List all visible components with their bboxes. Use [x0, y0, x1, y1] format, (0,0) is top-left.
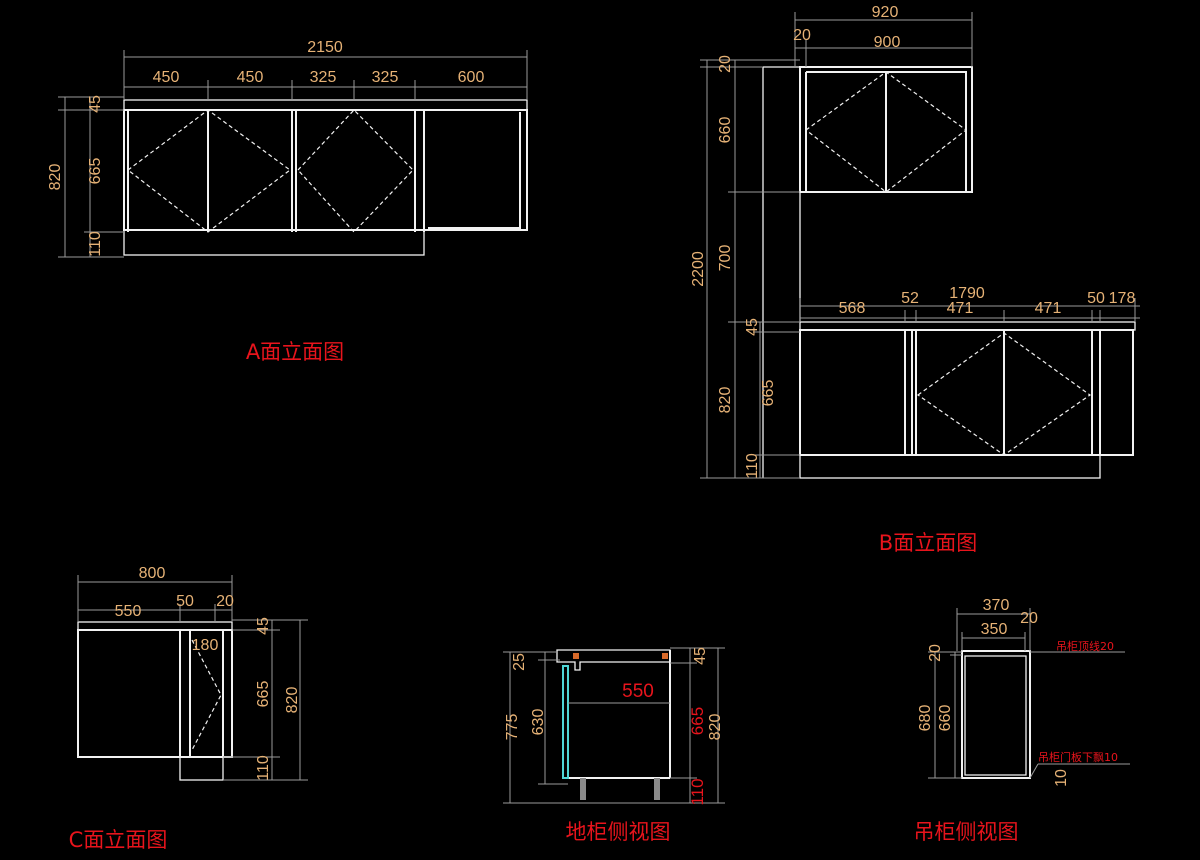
dim-height: 110 [688, 778, 707, 805]
door-panel [562, 665, 569, 779]
dim-total-height: 2200 [690, 251, 707, 287]
view-b-title: B面立面图 [879, 531, 977, 555]
fixing-point [662, 653, 668, 659]
dimension-lines [928, 608, 1130, 779]
dim-inner-width: 180 [192, 637, 219, 654]
dim-bottom: 10 [1053, 769, 1070, 787]
dim-width: 50 [1087, 290, 1105, 307]
dim-door-height: 630 [530, 709, 547, 736]
base-cabinet-side-view: 775 25 630 550 45 665 110 820 地柜侧视图 [503, 647, 725, 844]
view-b-elevation: 920 20 900 2200 20 660 700 820 45 665 11… [690, 4, 1140, 555]
dim-total-height: 820 [47, 164, 64, 191]
door-open-marks [804, 71, 968, 193]
dim-height: 45 [692, 647, 709, 665]
base-cabinet [799, 329, 1134, 456]
door-dividers [127, 110, 521, 232]
dim-width: 600 [458, 69, 485, 86]
dim-offset: 20 [1020, 610, 1038, 627]
dim-width: 471 [1035, 300, 1062, 317]
dim-top-gap: 25 [511, 653, 528, 671]
dim-width: 52 [901, 290, 919, 307]
countertop [799, 321, 1136, 331]
view-c-elevation: 800 550 50 20 180 45 665 110 820 C面立面图 [69, 565, 308, 852]
dimension-lines [503, 647, 725, 804]
dimension-lines [58, 50, 528, 258]
dim-height: 660 [717, 117, 734, 144]
door-open-marks [191, 639, 222, 751]
dimension-lines [700, 12, 1140, 479]
dim-total-height: 775 [504, 714, 521, 741]
door-dividers [904, 330, 1101, 455]
cabinet-body [77, 629, 233, 758]
dim-lower-total-height: 820 [717, 387, 734, 414]
dim-total: 820 [707, 714, 724, 741]
dim-total-width: 2150 [307, 39, 343, 56]
leg [580, 778, 586, 800]
dim-height: 665 [87, 158, 104, 185]
dim-height: 665 [760, 380, 777, 407]
door-dividers [179, 630, 224, 757]
dim-height: 660 [937, 705, 954, 732]
dim-total-height: 820 [284, 687, 301, 714]
wall-side-title: 吊柜侧视图 [914, 820, 1019, 844]
dim-width: 325 [310, 69, 337, 86]
countertop [123, 99, 528, 111]
view-a-title: A面立面图 [246, 340, 344, 364]
door-open-marks [127, 109, 414, 233]
toe-kick [799, 454, 1101, 479]
dim-height: 45 [255, 617, 272, 635]
dim-total-width: 800 [139, 565, 166, 582]
side-panel [762, 66, 801, 478]
dim-total-width: 370 [983, 597, 1010, 614]
view-a-elevation: 2150 450 450 325 325 600 820 45 665 110 … [47, 39, 528, 364]
door-open-marks [916, 332, 1092, 456]
dim-height: 110 [87, 231, 104, 257]
dim-width: 450 [153, 69, 180, 86]
countertop [77, 621, 233, 631]
dim-width: 178 [1109, 290, 1136, 307]
dim-height: 110 [255, 755, 272, 781]
dim-width: 471 [947, 300, 974, 317]
dim-width: 450 [237, 69, 264, 86]
dim-width: 50 [176, 593, 194, 610]
dim-height: 665 [255, 681, 272, 708]
dim-upper-offset: 20 [793, 27, 811, 44]
dim-height: 45 [744, 318, 761, 336]
wall-cabinet-side-view: 370 350 20 20 680 660 10 吊柜顶线20 吊柜门板下飘10… [914, 597, 1130, 844]
toe-kick [123, 229, 425, 256]
leg [654, 778, 660, 800]
dim-width: 568 [839, 300, 866, 317]
dim-height: 20 [717, 55, 734, 73]
cabinet-body [567, 650, 671, 779]
dim-total-height: 680 [917, 705, 934, 732]
dim-depth: 550 [622, 681, 654, 702]
dim-height: 45 [87, 95, 104, 113]
dim-upper-width: 900 [874, 34, 901, 51]
dim-width: 350 [981, 621, 1008, 638]
dim-upper-total-width: 920 [872, 4, 899, 21]
note-top-line: 吊柜顶线20 [1056, 639, 1114, 653]
inner-panel [964, 655, 1027, 776]
note-door-overhang: 吊柜门板下飘10 [1038, 750, 1118, 764]
dim-height: 110 [744, 453, 761, 479]
wall-cabinet-doors [805, 71, 967, 192]
cabinet-body [961, 650, 1031, 779]
dimension-lines [77, 575, 308, 781]
dim-width: 550 [115, 603, 142, 620]
view-c-title: C面立面图 [69, 828, 168, 852]
dim-height: 700 [717, 245, 734, 272]
dim-width: 20 [216, 593, 234, 610]
dim-height: 665 [688, 707, 707, 735]
dim-top: 20 [927, 644, 944, 662]
base-side-title: 地柜侧视图 [566, 820, 671, 844]
toe-kick [179, 756, 224, 781]
fixing-point [573, 653, 579, 659]
dim-width: 325 [372, 69, 399, 86]
dim-lower-total-width: 1790 [949, 285, 985, 302]
